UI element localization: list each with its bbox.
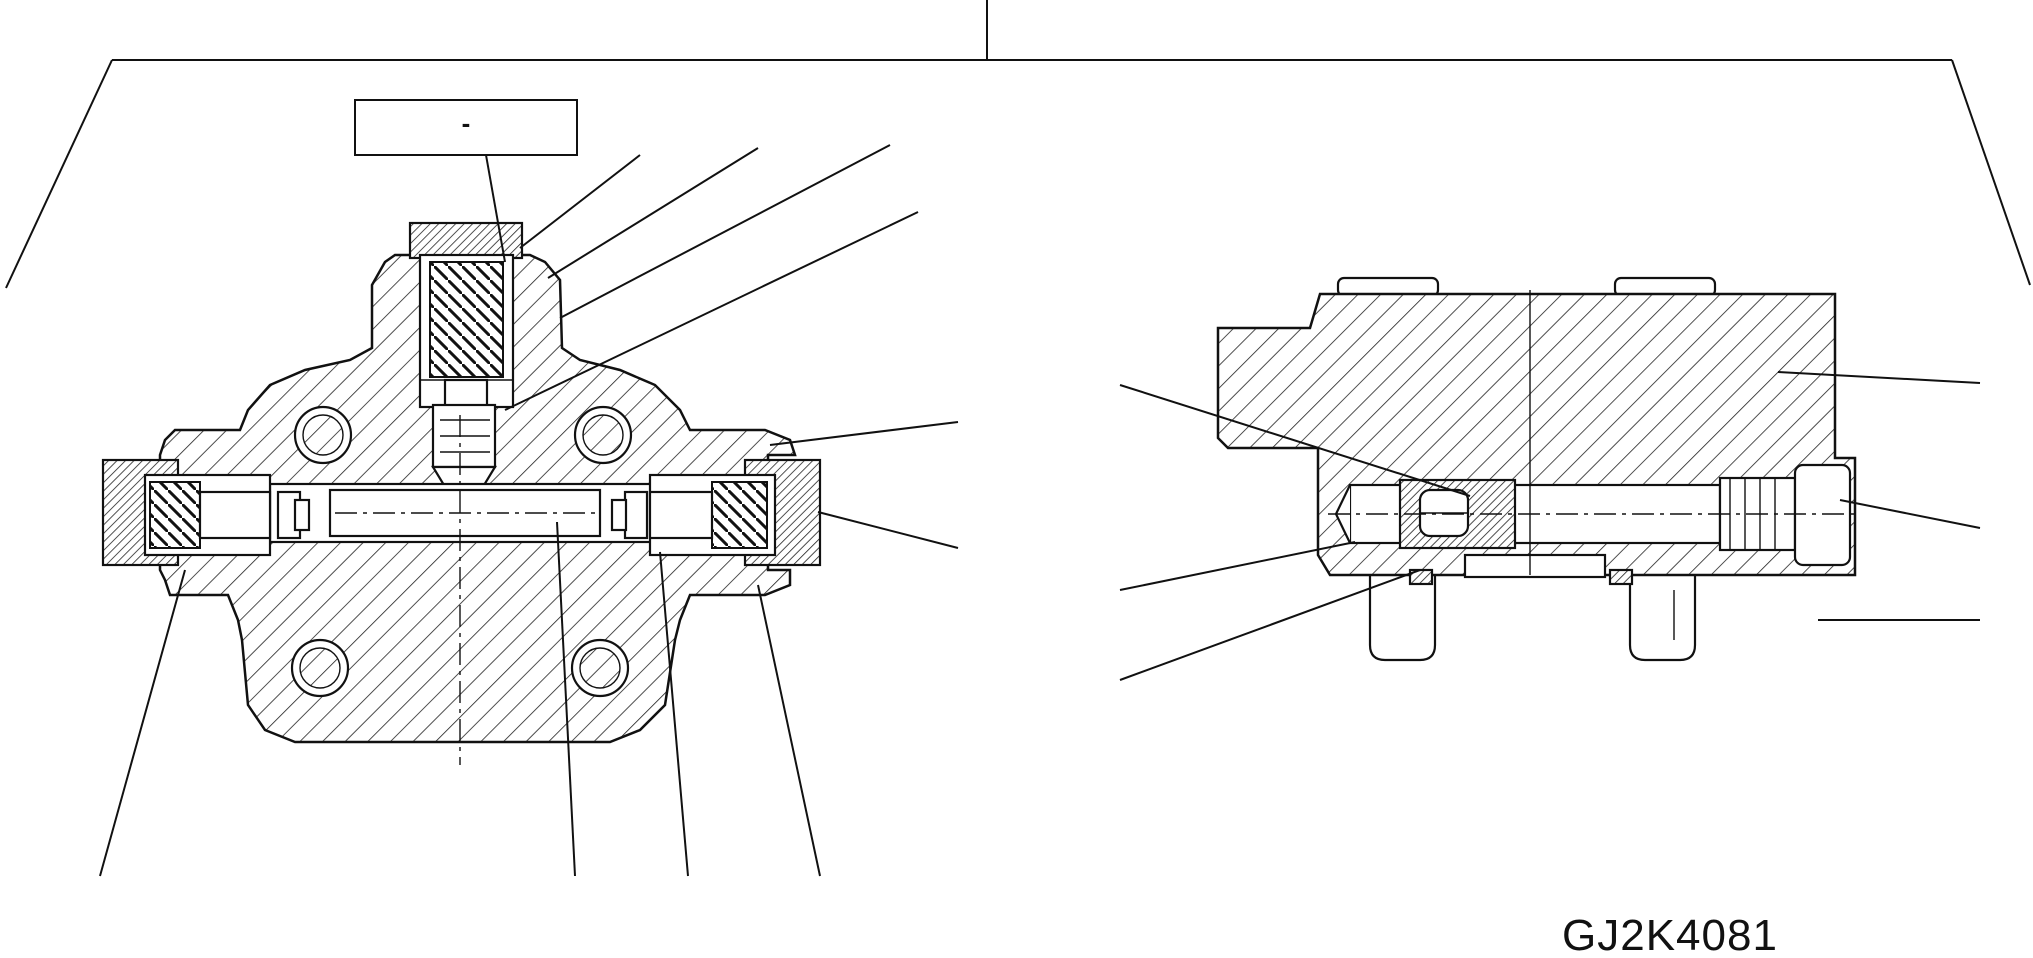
top-cap [408,221,524,260]
drawing-code: GJ2K4081 [1562,911,1778,953]
top-bracket [5,0,2031,289]
right-spring [711,481,768,549]
bolt-holes [290,405,633,698]
right-section-view [1216,276,1857,662]
left-spring [149,481,201,549]
top-spring [429,261,504,378]
callout-box-text: - [462,108,471,138]
leader-lines-left [99,144,959,877]
callout-box: - [354,99,578,263]
left-section-view [101,221,822,765]
leader-lines-right [1119,371,1981,681]
